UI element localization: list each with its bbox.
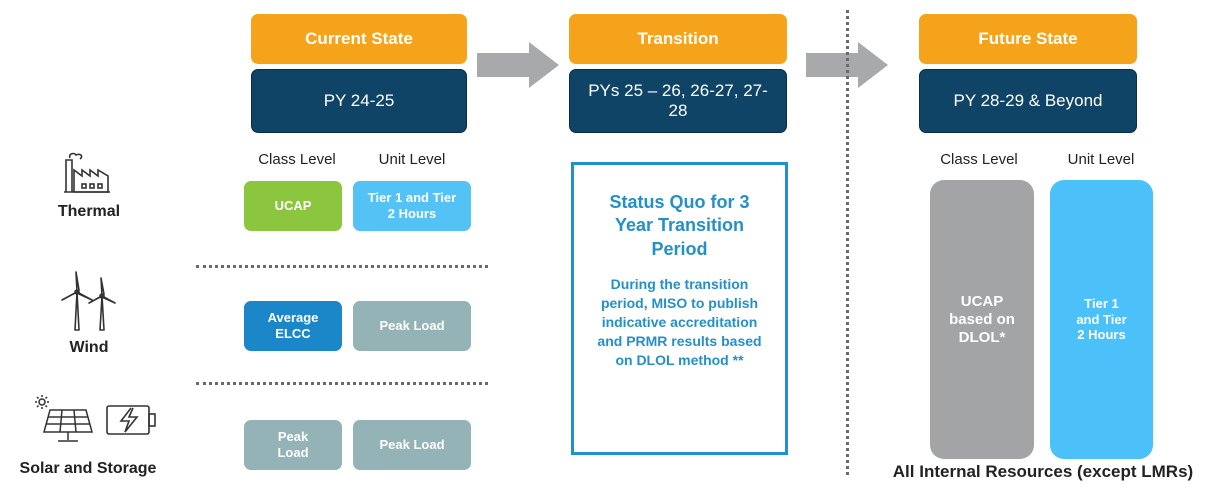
status-quo-box: Status Quo for 3 Year Transition Period … xyxy=(571,162,788,455)
future-state-header-label: Future State xyxy=(978,29,1078,48)
future-class-level-label: Class Level xyxy=(940,151,1018,168)
transition-header: Transition xyxy=(569,14,787,64)
future-class-value-label: UCAP based on DLOL* xyxy=(949,292,1015,346)
thermal-class-value-label: UCAP xyxy=(274,198,312,214)
battery-charging-icon xyxy=(106,405,156,435)
current-period-label: PY 24-25 xyxy=(323,91,395,111)
current-class-level-label: Class Level xyxy=(258,151,336,168)
transition-header-label: Transition xyxy=(637,29,719,48)
transition-period-box: PYs 25 – 26, 26-27, 27-28 xyxy=(569,69,787,133)
future-state-header: Future State xyxy=(919,14,1137,64)
factory-icon xyxy=(64,152,110,193)
status-quo-title: Status Quo for 3 Year Transition Period xyxy=(609,192,750,259)
vertical-divider xyxy=(846,10,849,475)
solar-class-value: Peak Load xyxy=(244,420,342,470)
wind-class-value: Average ELCC xyxy=(244,301,342,351)
wind-turbine-icon xyxy=(61,271,116,331)
status-quo-body: During the transition period, MISO to pu… xyxy=(597,276,762,368)
right-arrow-icon xyxy=(477,42,559,88)
solar-unit-value-label: Peak Load xyxy=(379,437,445,453)
future-class-value: UCAP based on DLOL* xyxy=(930,180,1034,459)
solar-unit-value: Peak Load xyxy=(353,420,471,470)
future-unit-level-label: Unit Level xyxy=(1067,151,1135,168)
future-unit-value: Tier 1 and Tier 2 Hours xyxy=(1050,180,1153,459)
current-state-header: Current State xyxy=(251,14,467,64)
wind-unit-value: Peak Load xyxy=(353,301,471,351)
current-state-header-label: Current State xyxy=(305,29,413,48)
thermal-class-value: UCAP xyxy=(244,181,342,231)
future-period-box: PY 28-29 & Beyond xyxy=(919,69,1137,133)
row-divider-2 xyxy=(196,382,488,385)
current-unit-level-label: Unit Level xyxy=(378,151,446,168)
future-unit-value-label: Tier 1 and Tier 2 Hours xyxy=(1076,296,1127,343)
wind-label: Wind xyxy=(69,339,109,356)
solar-class-value-label: Peak Load xyxy=(277,429,309,460)
solar-panel-icon xyxy=(35,395,93,442)
transition-period-label: PYs 25 – 26, 26-27, 27-28 xyxy=(588,81,768,120)
row-divider-1 xyxy=(196,265,488,268)
thermal-unit-value-label: Tier 1 and Tier 2 Hours xyxy=(367,190,457,221)
thermal-label: Thermal xyxy=(57,203,121,220)
thermal-unit-value: Tier 1 and Tier 2 Hours xyxy=(353,181,471,231)
future-caption: All Internal Resources (except LMRs) xyxy=(892,462,1194,481)
wind-class-value-label: Average ELCC xyxy=(267,310,319,341)
future-period-label: PY 28-29 & Beyond xyxy=(953,91,1103,111)
solar-storage-label: Solar and Storage xyxy=(19,460,157,477)
current-period-box: PY 24-25 xyxy=(251,69,467,133)
wind-unit-value-label: Peak Load xyxy=(379,318,445,334)
